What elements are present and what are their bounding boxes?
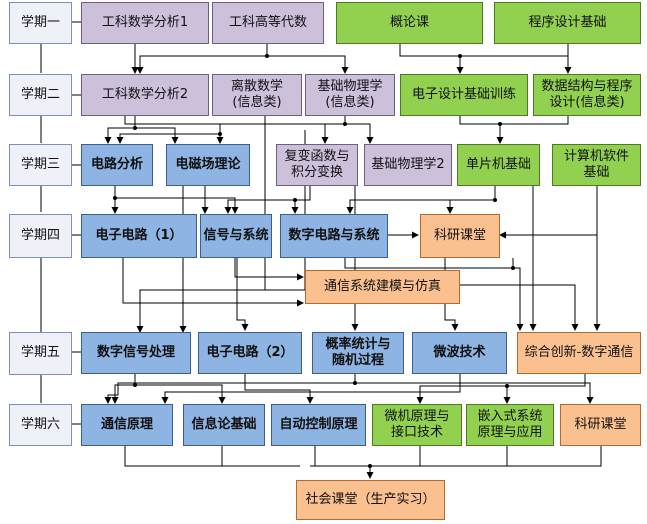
course-communication-principles: 通信原理: [81, 404, 173, 446]
course-research-class-1: 科研课堂: [420, 214, 500, 258]
course-engineering-math-analysis-1: 工科数学分析1: [81, 2, 209, 44]
course-computer-software-basics: 计算机软件 基础: [552, 144, 641, 186]
course-basic-physics-2: 基础物理学2: [364, 144, 452, 186]
course-data-structures-programming: 数据结构与程序 设计(信息类): [533, 74, 641, 116]
course-circuit-analysis: 电路分析: [81, 144, 153, 186]
course-signals-and-systems: 信号与系统: [200, 214, 272, 258]
course-electromagnetic-field-theory: 电磁场理论: [166, 144, 250, 186]
semester-label-5: 学期五: [9, 332, 72, 375]
course-engineering-math-analysis-2: 工科数学分析2: [81, 74, 209, 116]
course-probability-statistics-random-processes: 概率统计与 随机过程: [312, 332, 404, 374]
course-introduction: 概论课: [336, 2, 483, 44]
course-basic-physics: 基础物理学 (信息类): [305, 74, 395, 116]
course-embedded-systems: 嵌入式系统 原理与应用: [466, 404, 554, 446]
course-research-class-2: 科研课堂: [560, 404, 641, 446]
course-electronic-circuits-1: 电子电路（1）: [81, 214, 197, 258]
semester-label-4: 学期四: [9, 214, 72, 258]
course-automatic-control-principles: 自动控制原理: [271, 404, 366, 446]
semester-label-3: 学期三: [9, 144, 72, 186]
course-microcomputer-interface-technology: 微机原理与 接口技术: [372, 404, 462, 446]
course-microcontroller-basics: 单片机基础: [457, 144, 540, 186]
course-digital-signal-processing: 数字信号处理: [81, 332, 191, 374]
course-electronic-design-training: 电子设计基础训练: [400, 74, 528, 116]
course-microwave-technology: 微波技术: [412, 332, 507, 374]
semester-label-2: 学期二: [9, 74, 72, 116]
course-digital-circuits-and-systems: 数字电路与系统: [280, 214, 388, 258]
course-electronic-circuits-2: 电子电路（2）: [198, 332, 302, 374]
course-communication-system-modeling-simulation: 通信系统建模与仿真: [305, 270, 460, 304]
course-social-practice-internship: 社会课堂（生产实习）: [296, 480, 445, 520]
course-discrete-math: 离散数学 (信息类): [212, 74, 302, 116]
semester-label-1: 学期一: [9, 2, 72, 44]
course-information-theory-basics: 信息论基础: [183, 404, 265, 446]
course-complex-functions-integral-transforms: 复变函数与 积分变换: [276, 144, 358, 186]
course-engineering-advanced-algebra: 工科高等代数: [212, 2, 324, 44]
course-integrated-innovation-digital-communication: 综合创新-数字通信: [517, 332, 641, 374]
semester-label-6: 学期六: [9, 404, 72, 446]
course-programming-fundamentals: 程序设计基础: [494, 2, 641, 44]
